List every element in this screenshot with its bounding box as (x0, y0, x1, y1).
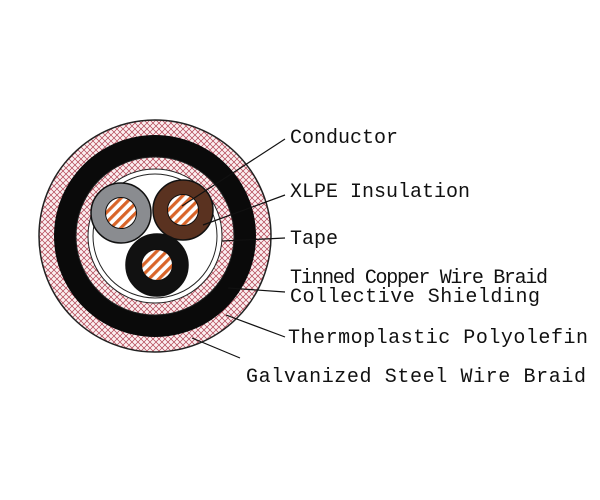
labels: Conductor XLPE Insulation Tape Tinned Co… (246, 127, 588, 389)
leader-tape (221, 237, 286, 242)
label-armour: Galvanized Steel Wire Braid (246, 366, 586, 389)
leader-insulation (202, 194, 286, 226)
cable-cross-section (38, 119, 272, 353)
core-black-conductor (141, 249, 173, 281)
label-sheath: Thermoplastic Polyolefin (288, 327, 588, 350)
core-gray-conductor (105, 197, 137, 229)
label-braid-line2: Collective Shielding (290, 286, 540, 309)
leader-conductor (181, 138, 286, 207)
core-brown-conductor (167, 194, 199, 226)
leader-armour (191, 337, 241, 359)
leader-lines (181, 138, 286, 359)
label-insulation: XLPE Insulation (290, 181, 470, 204)
label-tape: Tape (290, 228, 338, 251)
leader-braid (227, 287, 286, 293)
label-braid-line1: Tinned Copper Wire Braid (290, 267, 548, 290)
label-conductor: Conductor (290, 127, 398, 150)
leader-sheath (225, 314, 286, 338)
